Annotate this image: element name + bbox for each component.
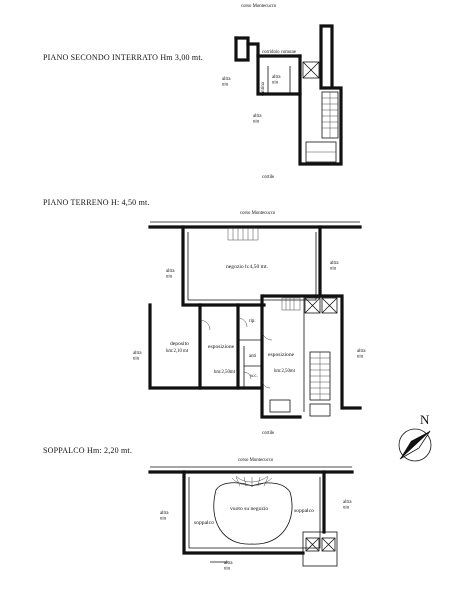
ground-exhibition-left-label: esposizione bbox=[208, 344, 235, 350]
ground-storeroom-label: rip. bbox=[249, 319, 256, 324]
mezzanine-left-label: soppalco bbox=[194, 520, 214, 526]
ground-hall-wall bbox=[260, 294, 302, 419]
basement-lift bbox=[302, 61, 320, 79]
ground-storage-label: deposito bbox=[170, 341, 189, 347]
north-label: N bbox=[420, 412, 430, 427]
ground-plan: PIANO TERRENO H: 4,50 mt. corso Montecuc… bbox=[43, 198, 366, 436]
basement-wall-left bbox=[234, 36, 250, 46]
ground-antibath-label: anti bbox=[249, 354, 257, 359]
ground-exhibition-left-height: hm:2,50mt bbox=[214, 370, 236, 375]
mezzanine-lift-core bbox=[302, 531, 338, 567]
mezzanine-plan: SOPPALCO Hm: 2,20 mt. corso Montecucco v… bbox=[43, 446, 354, 572]
ground-street-label: corso Montecucco bbox=[240, 211, 276, 216]
basement-cellar-outline bbox=[267, 66, 291, 95]
ground-lift bbox=[304, 297, 321, 314]
watermark: casa.it bbox=[160, 406, 258, 438]
ground-rear-right-wall bbox=[262, 294, 362, 410]
ground-storage-height: hm:2,10 mt bbox=[166, 349, 189, 354]
ground-hall-steps bbox=[281, 297, 301, 311]
mezzanine-heading: SOPPALCO Hm: 2,20 mt. bbox=[43, 446, 132, 455]
mezzanine-void-steps bbox=[231, 475, 273, 487]
ground-wc-label: w.c. bbox=[250, 374, 258, 379]
mezzanine-left-wall bbox=[182, 470, 305, 555]
basement-plan: corso Montecucco PIANO SECONDO INTERRATO… bbox=[43, 4, 343, 180]
basement-heading: PIANO SECONDO INTERRATO Hm 3,00 mt. bbox=[43, 53, 203, 62]
basement-street-label: corso Montecucco bbox=[241, 4, 277, 9]
ground-heading: PIANO TERRENO H: 4,50 mt. bbox=[43, 198, 150, 207]
north-arrow: N bbox=[398, 412, 432, 462]
ground-lift-2 bbox=[321, 297, 338, 314]
basement-corridor-label: corridoio comune bbox=[262, 50, 296, 55]
mezzanine-street-label: corso Montecucco bbox=[238, 458, 274, 463]
watermark-text: casa.it bbox=[194, 410, 258, 435]
basement-outer-wall bbox=[234, 24, 343, 166]
mezzanine-void-label: vuoto su negozio bbox=[230, 506, 268, 512]
ground-shop-entry-steps bbox=[227, 227, 259, 241]
ground-shop-label: negozio h:4,50 mt. bbox=[226, 264, 269, 270]
basement-cellar-label: cantina bbox=[261, 81, 266, 96]
mezzanine-right-label: soppalco bbox=[294, 508, 314, 514]
ground-rear-left-wall bbox=[148, 303, 264, 390]
basement-courtyard-label: cortile bbox=[262, 175, 274, 180]
ground-exhibition-right-height: hm:2,50mt bbox=[274, 369, 296, 374]
ground-exhibition-right-label: esposizione bbox=[268, 352, 295, 358]
mezzanine-void-outline bbox=[213, 482, 293, 545]
ground-courtyard-label: cortile bbox=[262, 431, 274, 436]
